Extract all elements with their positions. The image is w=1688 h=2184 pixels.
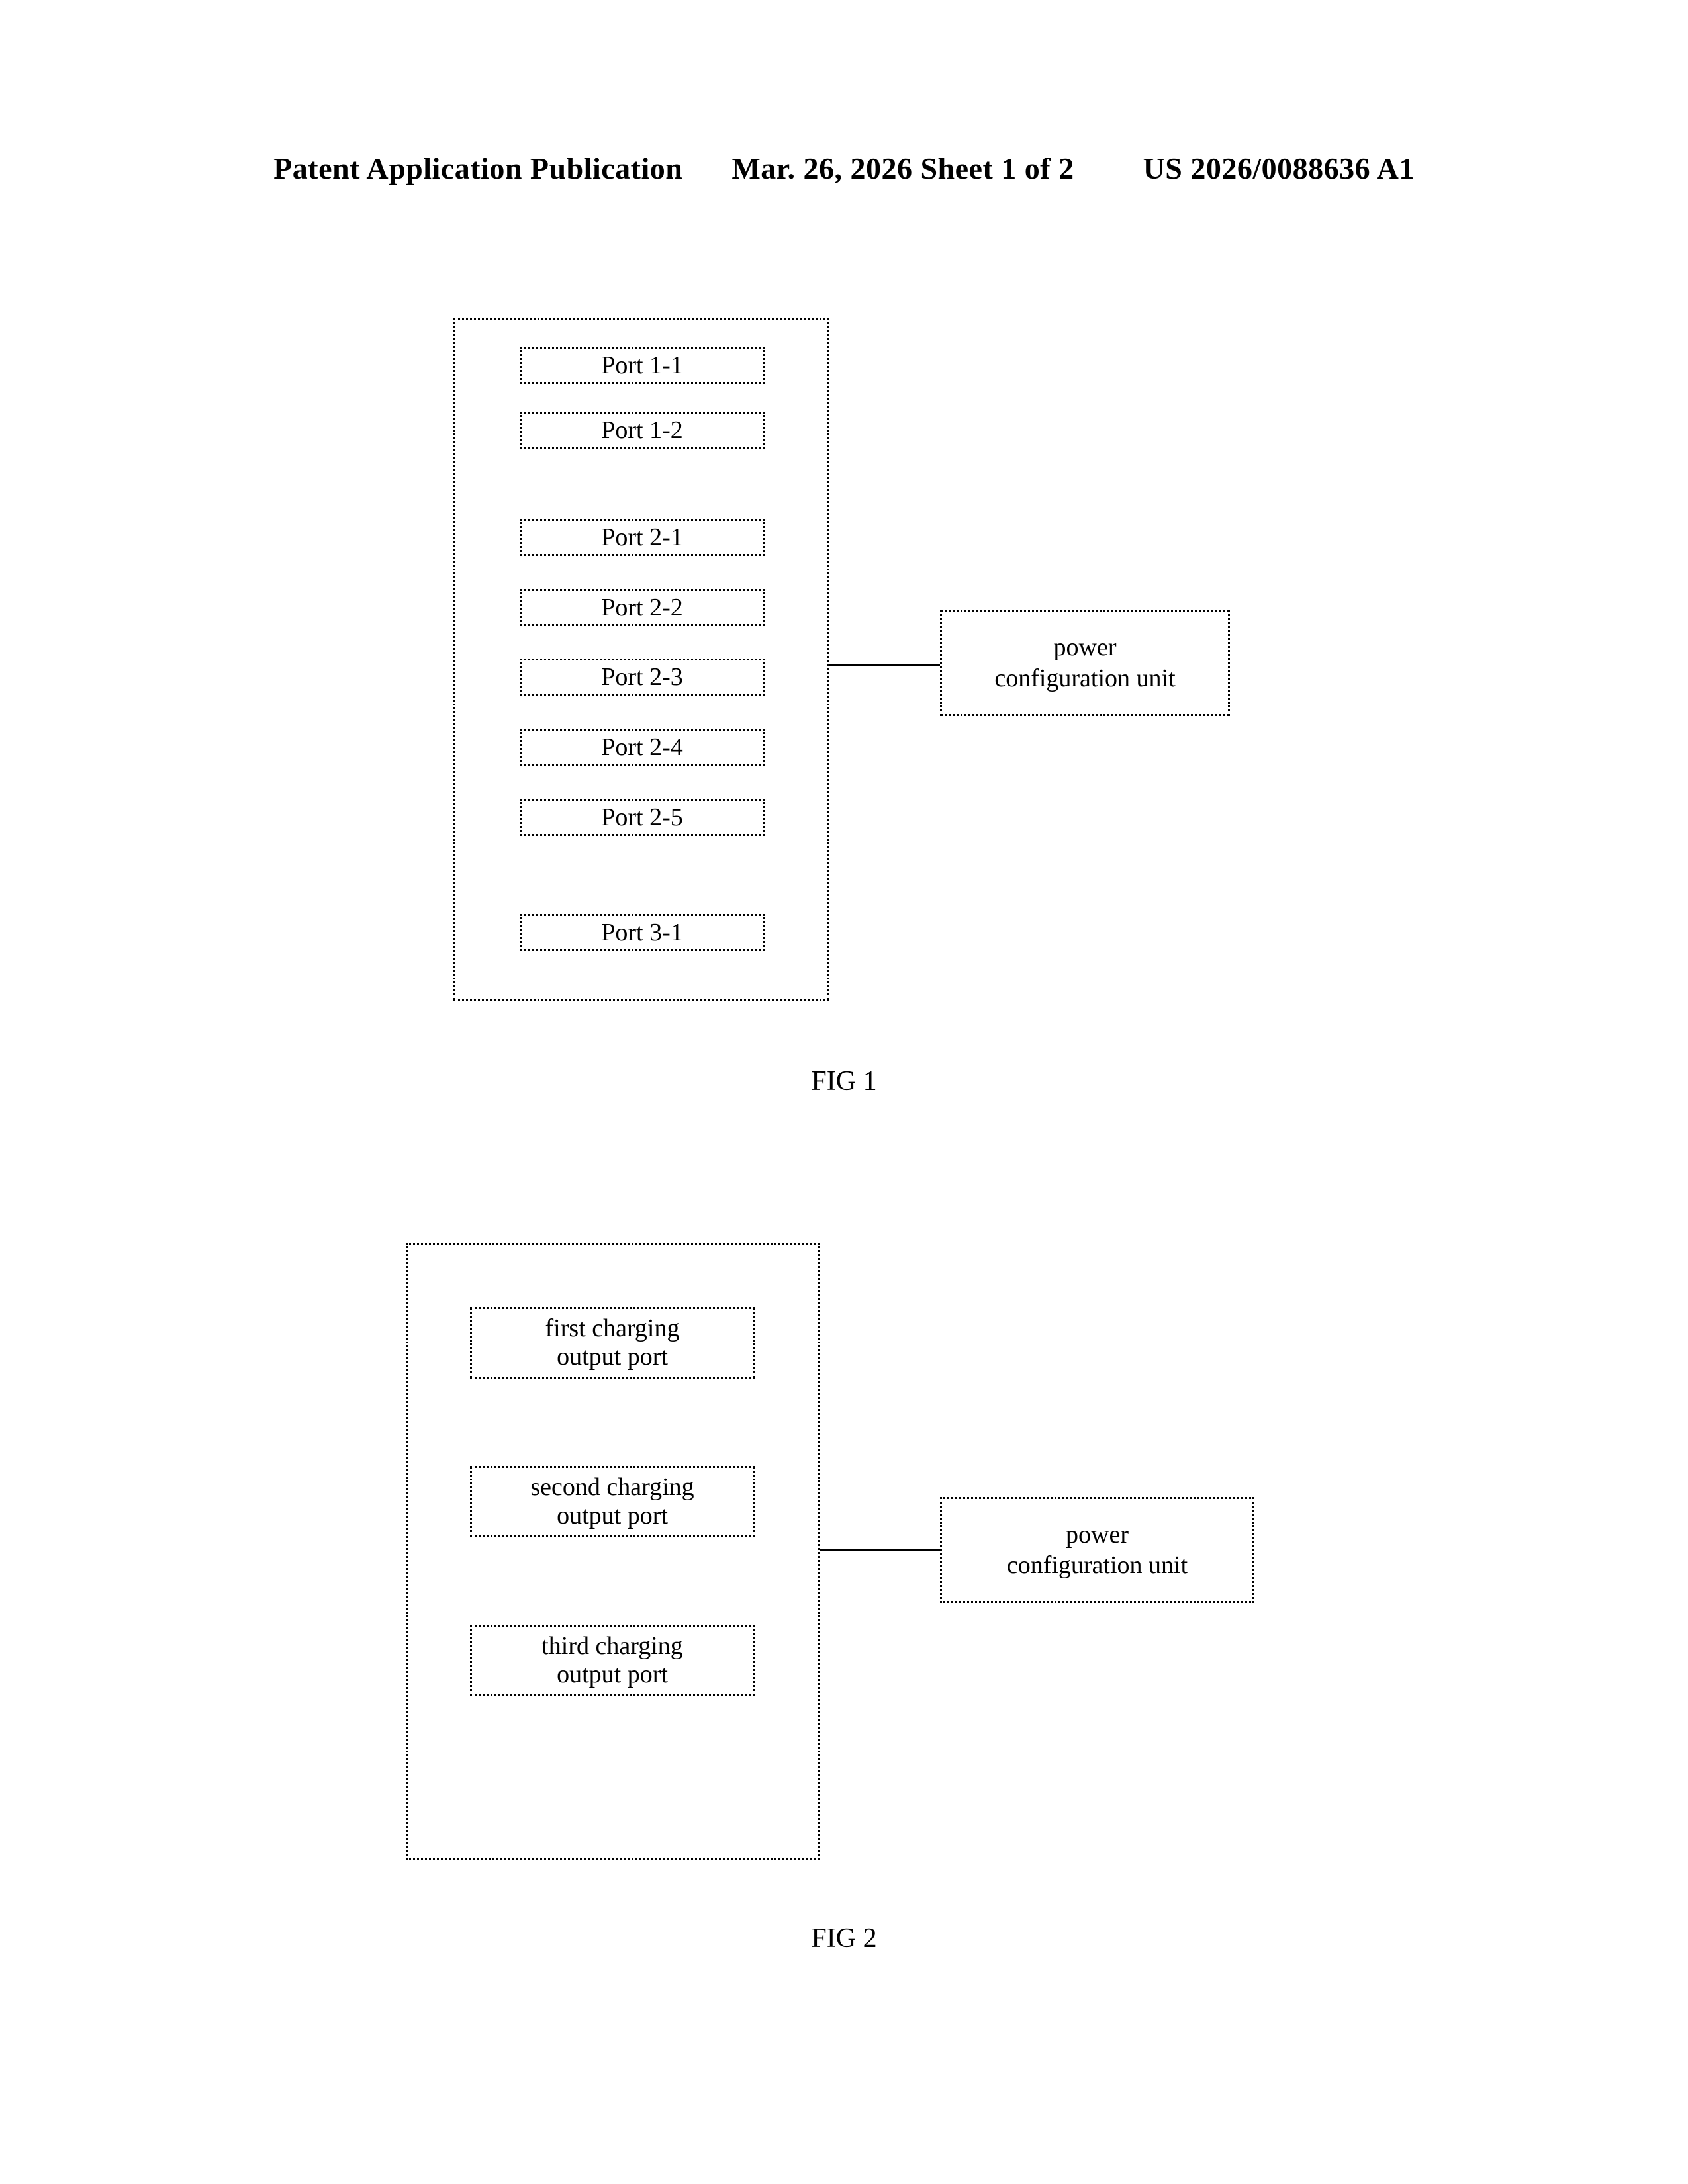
fig2-charging-output-port-box: third charging output port	[470, 1625, 755, 1696]
header-publication-label: Patent Application Publication	[273, 152, 683, 185]
fig2-charging-output-port-box: first charging output port	[470, 1307, 755, 1379]
fig2-port-label-line2: output port	[557, 1502, 668, 1529]
fig1-unit-label-line2: configuration unit	[994, 664, 1176, 692]
fig1-port-box: Port 3-1	[520, 914, 765, 951]
fig1-port-box: Port 2-3	[520, 659, 765, 696]
fig2-power-configuration-unit: power configuration unit	[940, 1497, 1254, 1603]
fig2-port-label-line2: output port	[557, 1661, 668, 1688]
fig2-port-label-line1: second charging	[530, 1473, 694, 1502]
header-sheet-label: Mar. 26, 2026 Sheet 1 of 2	[731, 152, 1074, 185]
fig2-charging-output-port-box: second charging output port	[470, 1466, 755, 1537]
fig2-connector-line	[820, 1549, 940, 1551]
fig1-port-box: Port 1-1	[520, 347, 765, 384]
fig2-port-label-line1: first charging	[545, 1314, 680, 1343]
fig1-unit-label-line1: power	[1053, 633, 1117, 662]
fig1-port-box: Port 2-2	[520, 589, 765, 626]
fig2-port-label-line2: output port	[557, 1343, 668, 1371]
fig2-unit-label-line2: configuration unit	[1006, 1551, 1188, 1579]
header-publication-number: US 2026/0088636 A1	[1143, 152, 1415, 185]
fig2-unit-label-line1: power	[1066, 1520, 1129, 1549]
fig1-port-box: Port 2-5	[520, 799, 765, 836]
fig1-port-box: Port 2-1	[520, 519, 765, 556]
fig1-port-box: Port 2-4	[520, 729, 765, 766]
fig2-caption: FIG 2	[811, 1923, 877, 1954]
fig1-connector-line	[829, 664, 940, 666]
fig2-port-label-line1: third charging	[541, 1632, 683, 1661]
fig1-port-box: Port 1-2	[520, 412, 765, 449]
page-header: Patent Application Publication Mar. 26, …	[0, 151, 1688, 191]
fig1-power-configuration-unit: power configuration unit	[940, 610, 1230, 716]
fig1-caption: FIG 1	[811, 1066, 877, 1097]
